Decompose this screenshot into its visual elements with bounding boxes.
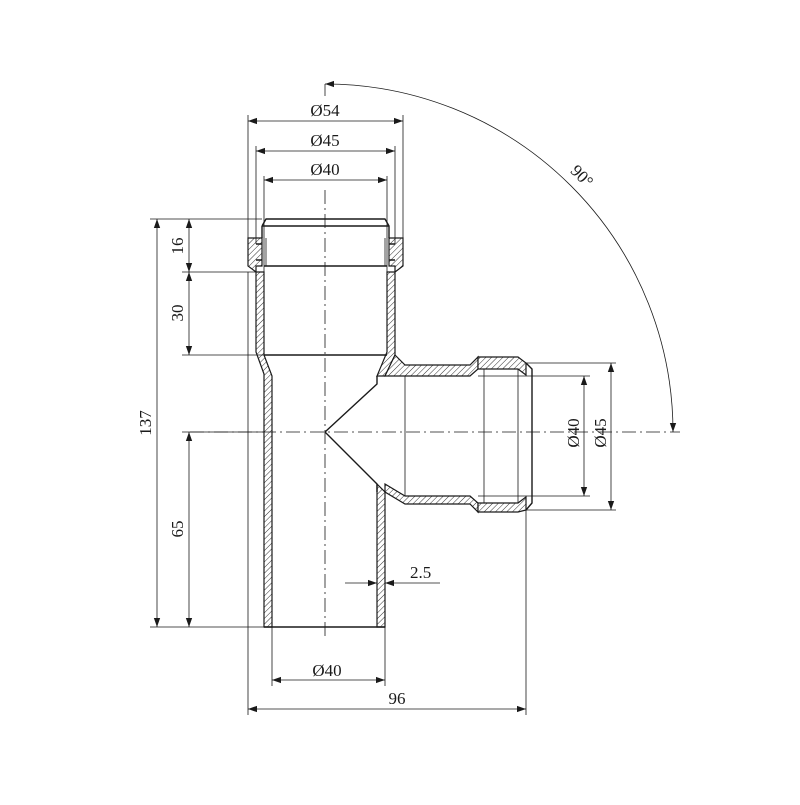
branch-ring-bottom <box>477 495 527 513</box>
junction-cone <box>324 376 378 492</box>
tee-body <box>247 218 533 628</box>
branch-wall-bottom <box>384 482 479 514</box>
socket-ring-right <box>388 237 404 274</box>
label-top-outer-diameter: Ø54 <box>310 101 340 120</box>
socket-ring-left <box>247 237 263 274</box>
dimension-lines <box>150 80 677 715</box>
dimension-labels: Ø54 Ø45 Ø40 16 30 137 65 2.5 Ø40 96 Ø40 … <box>136 101 610 708</box>
branch-ring-top <box>477 356 527 377</box>
label-top-inner-diameter: Ø40 <box>310 160 339 179</box>
run-wall-left <box>255 271 273 628</box>
branch-wall-top <box>384 353 479 377</box>
label-wall-thickness: 2.5 <box>410 563 431 582</box>
run-wall-right-lower <box>376 482 386 628</box>
label-overall-height: 137 <box>136 410 155 436</box>
label-branch-socket-diameter: Ø45 <box>591 418 610 447</box>
top-rim <box>261 218 390 238</box>
label-socket-ring-height: 16 <box>168 238 187 255</box>
label-lower-length: 65 <box>168 521 187 538</box>
label-overall-width: 96 <box>389 689 406 708</box>
label-top-socket-diameter: Ø45 <box>310 131 339 150</box>
label-socket-depth: 30 <box>168 305 187 322</box>
label-bottom-diameter: Ø40 <box>312 661 341 680</box>
label-branch-inner-diameter: Ø40 <box>564 418 583 447</box>
branch-socket-face <box>525 362 533 511</box>
